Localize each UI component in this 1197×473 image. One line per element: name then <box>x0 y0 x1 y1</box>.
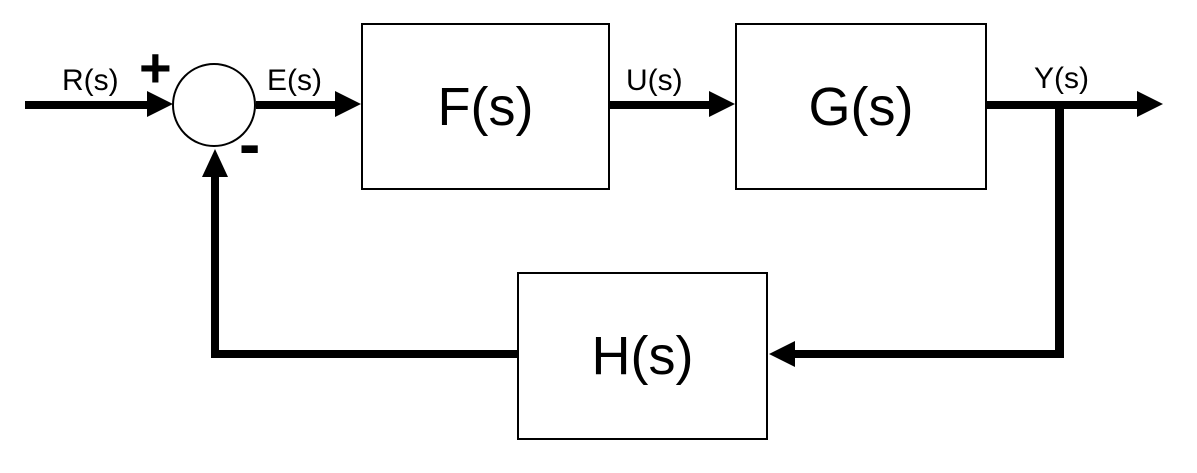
summing-junction-circle <box>172 63 256 147</box>
feedback-arrowhead-icon <box>769 341 795 367</box>
control-arrowhead-icon <box>709 91 735 117</box>
error-line <box>256 101 337 109</box>
block-h: H(s) <box>517 272 768 440</box>
block-f-label: F(s) <box>437 76 534 137</box>
signal-label-e: E(s) <box>267 64 322 97</box>
block-g: G(s) <box>735 23 987 190</box>
error-arrowhead-icon <box>335 91 361 117</box>
feedback-line-left <box>213 350 517 358</box>
feedback-line-right <box>794 350 1064 358</box>
block-h-label: H(s) <box>591 326 694 386</box>
input-line <box>25 101 148 109</box>
input-arrowhead-icon <box>147 91 173 117</box>
block-g-label: G(s) <box>808 76 914 137</box>
minus-sign-label: - <box>239 108 261 180</box>
plus-sign-label: + <box>139 36 172 99</box>
signal-label-u: U(s) <box>626 64 683 97</box>
feedback-line-up <box>211 176 219 358</box>
output-arrowhead-icon <box>1137 91 1163 117</box>
signal-label-y: Y(s) <box>1034 62 1089 95</box>
feedback-branch-line <box>1055 101 1064 358</box>
block-f: F(s) <box>361 23 610 190</box>
control-line <box>610 101 711 109</box>
feedback-up-arrowhead-icon <box>202 149 228 177</box>
signal-label-r: R(s) <box>62 64 119 97</box>
